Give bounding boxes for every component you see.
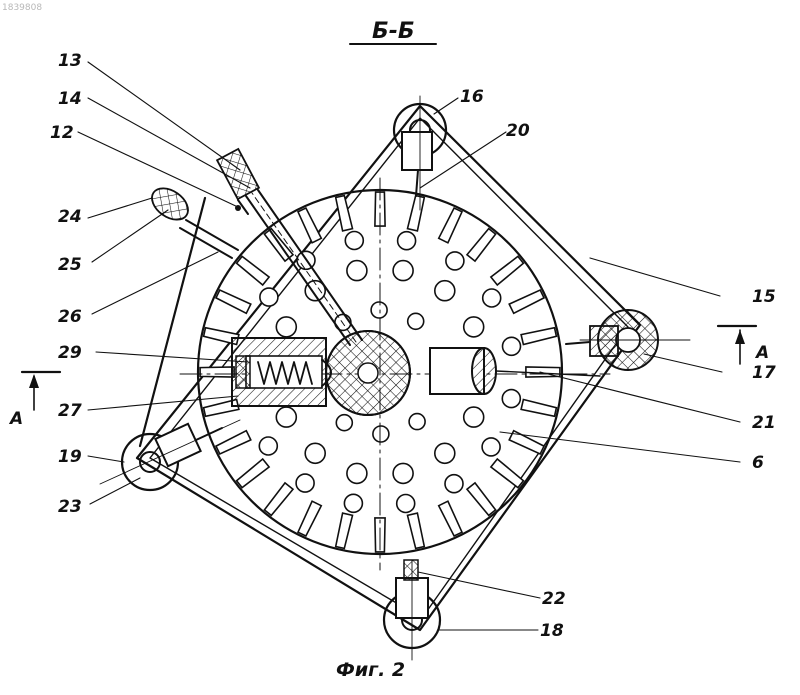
disk-slot bbox=[521, 400, 556, 417]
callout-13: 13 bbox=[58, 51, 82, 71]
callout-24: 24 bbox=[58, 207, 82, 227]
disk-slot bbox=[408, 196, 425, 231]
disk-slot bbox=[509, 290, 544, 313]
disk-hole bbox=[398, 232, 416, 250]
disk-hole bbox=[345, 232, 363, 250]
callout-22: 22 bbox=[542, 589, 566, 609]
disk-slot bbox=[491, 256, 524, 285]
disk-hole bbox=[446, 252, 464, 270]
callout-20: 20 bbox=[506, 121, 530, 141]
section-mark-right: A bbox=[718, 326, 769, 364]
callout-17: 17 bbox=[752, 363, 776, 383]
callout-6: 6 bbox=[752, 453, 764, 473]
callout-16: 16 bbox=[460, 87, 484, 107]
disk-hole bbox=[373, 426, 389, 442]
disk-hole bbox=[483, 289, 501, 307]
disk-slot bbox=[491, 459, 524, 488]
pulley-16 bbox=[394, 96, 446, 210]
disk-slot bbox=[298, 208, 321, 243]
disk-hole bbox=[435, 281, 455, 301]
disk-hole bbox=[397, 495, 415, 513]
disk-hole bbox=[347, 463, 367, 483]
disk-hole bbox=[305, 443, 325, 463]
disk-hole bbox=[445, 475, 463, 493]
callout-26: 26 bbox=[58, 307, 82, 327]
disk-hole bbox=[347, 261, 367, 281]
disk-slot bbox=[264, 483, 293, 516]
pulley-17 bbox=[566, 310, 690, 370]
spring-housing-27 bbox=[232, 338, 331, 406]
section-letter-right: A bbox=[754, 343, 769, 363]
disk-slot bbox=[200, 367, 234, 377]
callout-23: 23 bbox=[58, 497, 82, 517]
disk-hole bbox=[464, 317, 484, 337]
callout-15: 15 bbox=[752, 287, 776, 307]
disk-hole bbox=[393, 261, 413, 281]
disk-slot bbox=[216, 431, 251, 454]
disk-slot bbox=[521, 328, 556, 345]
section-letter-left: A bbox=[8, 409, 23, 429]
callout-29: 29 bbox=[58, 343, 82, 363]
disk-slot bbox=[237, 459, 270, 488]
callout-14: 14 bbox=[58, 89, 82, 109]
disk-hole bbox=[409, 414, 425, 430]
tension-arm-26 bbox=[140, 198, 205, 446]
callout-18: 18 bbox=[540, 621, 564, 641]
disk-slot bbox=[336, 513, 353, 548]
disk-hole bbox=[435, 443, 455, 463]
disk-slot bbox=[298, 501, 321, 536]
disk-hole bbox=[336, 415, 352, 431]
callout-25: 25 bbox=[58, 255, 82, 275]
disk-hole bbox=[502, 390, 520, 408]
callout-12: 12 bbox=[50, 123, 74, 143]
disk-hole bbox=[259, 437, 277, 455]
disk-hole bbox=[296, 474, 314, 492]
callout-19: 19 bbox=[58, 447, 82, 467]
disk-slot bbox=[216, 290, 251, 313]
disk-hole bbox=[276, 317, 296, 337]
disk-slot bbox=[336, 196, 353, 231]
callout-21: 21 bbox=[752, 413, 776, 433]
disk-hole bbox=[276, 407, 296, 427]
section-title: Б-Б bbox=[372, 19, 415, 44]
document-id: 1839808 bbox=[2, 3, 42, 13]
disk-slot bbox=[467, 229, 496, 262]
disk-hole bbox=[393, 463, 413, 483]
disk-slot bbox=[237, 256, 270, 285]
disk-hole bbox=[344, 494, 362, 512]
disk-hole bbox=[408, 313, 424, 329]
disk-slot bbox=[439, 501, 462, 536]
section-mark-left: A bbox=[8, 372, 60, 429]
disk-slot bbox=[439, 208, 462, 243]
disk-hole bbox=[464, 407, 484, 427]
disk-hole bbox=[260, 288, 278, 306]
disk-hole bbox=[371, 302, 387, 318]
disk-slot bbox=[467, 483, 496, 516]
callout-27: 27 bbox=[58, 401, 82, 421]
central-hub bbox=[326, 331, 410, 415]
disk-hole bbox=[482, 438, 500, 456]
disk-hole bbox=[503, 337, 521, 355]
disk-slot bbox=[408, 513, 425, 548]
figure-caption: Фиг. 2 bbox=[336, 659, 405, 681]
